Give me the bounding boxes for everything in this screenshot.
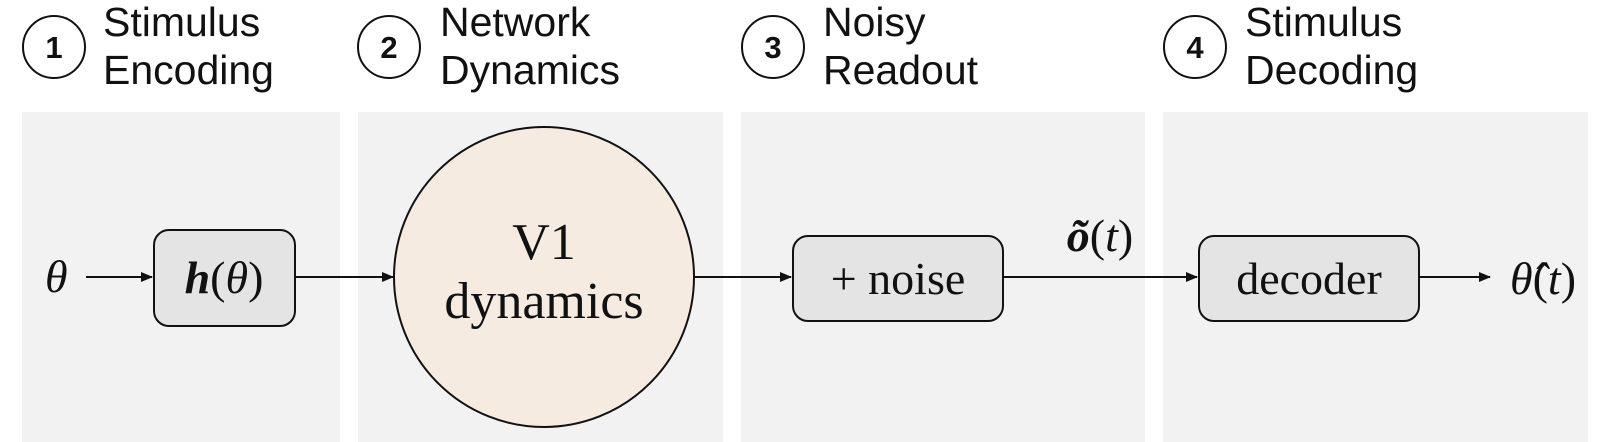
step-title-line1: Noisy <box>823 0 926 45</box>
decoder-node: decoder <box>1198 235 1420 322</box>
decoder-box <box>1198 235 1420 322</box>
readout-argument: t <box>1105 210 1119 261</box>
step-title-line1: Stimulus <box>103 0 260 45</box>
step-number-circle <box>22 15 86 79</box>
output-left-paren: ( <box>1533 253 1548 304</box>
step-number-circle <box>357 15 421 79</box>
step-number: 1 <box>45 30 62 65</box>
step-number: 2 <box>380 30 397 65</box>
step-title-line2: Readout <box>823 47 979 93</box>
encoder-node: h(θ) <box>153 229 296 327</box>
step-title-line2: Dynamics <box>440 47 620 93</box>
step-header-2: 2 Network Dynamics <box>357 0 620 93</box>
step-number: 4 <box>1186 30 1204 65</box>
step-title-line1: Stimulus <box>1245 0 1402 45</box>
step-title-line2: Decoding <box>1245 47 1418 93</box>
noise-node: + noise <box>792 235 1004 322</box>
step-number-circle <box>1163 15 1227 79</box>
output-right-paren: ) <box>1561 253 1576 304</box>
step-header-3: 3 Noisy Readout <box>741 0 979 93</box>
readout-label: õ(t) <box>1067 210 1133 261</box>
readout-left-paren: ( <box>1090 210 1105 261</box>
readout-right-paren: ) <box>1118 210 1133 261</box>
dynamics-label-line1: V1 <box>512 214 576 271</box>
dynamics-label-line2: dynamics <box>444 273 643 330</box>
input-theta-symbol: θ <box>45 251 68 302</box>
noise-label: + noise <box>831 253 966 304</box>
output-argument: t <box>1548 253 1562 304</box>
encoder-label: h(θ) <box>185 252 264 303</box>
encoder-function-symbol: h <box>185 252 211 303</box>
decoder-label: decoder <box>1236 253 1382 304</box>
step-header-4: 4 Stimulus Decoding <box>1163 0 1418 93</box>
step-number-circle <box>741 15 805 79</box>
step-number: 3 <box>764 30 781 65</box>
step-title-line2: Encoding <box>103 47 274 93</box>
encoder-left-paren: ( <box>210 252 225 303</box>
step-header-1: 1 Stimulus Encoding <box>22 0 274 93</box>
encoder-argument: θ <box>225 252 248 303</box>
encoder-right-paren: ) <box>248 252 263 303</box>
step-title-line1: Network <box>440 0 591 45</box>
readout-symbol: õ <box>1067 210 1090 261</box>
output-label: θ̂(t) <box>1510 253 1576 304</box>
dynamics-node: V1 dynamics <box>393 126 695 428</box>
noise-box <box>792 235 1004 322</box>
